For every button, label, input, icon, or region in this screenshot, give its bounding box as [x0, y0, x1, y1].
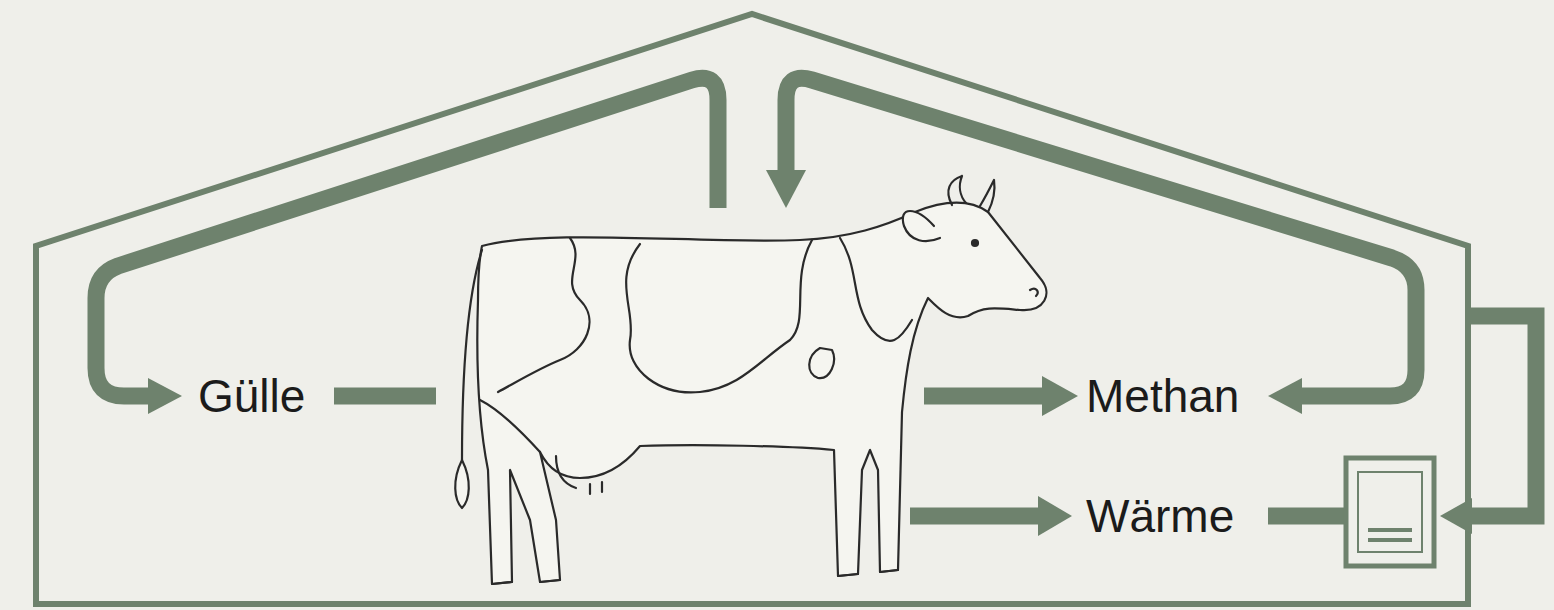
arrow-head: [1440, 498, 1472, 534]
device-symbol: [1346, 458, 1434, 566]
label-box: Methan: [1086, 371, 1239, 422]
label-box: Gülle: [198, 371, 305, 422]
arrow-head: [1042, 376, 1078, 416]
barn-outline: [36, 14, 1468, 604]
arrow-head: [1038, 496, 1072, 536]
flow-bar: [924, 388, 1044, 405]
flow-bar: [1268, 508, 1344, 525]
arrow-head: [1268, 378, 1302, 414]
label-box: Wärme: [1086, 491, 1234, 542]
flow-label: Methan: [1086, 371, 1239, 422]
flow-label: Wärme: [1086, 491, 1234, 542]
flow-bar: [334, 388, 436, 405]
arrow-head: [766, 170, 806, 208]
flow-bar: [910, 508, 1040, 525]
cow-illustration: [455, 176, 1046, 584]
arrow-head: [148, 378, 182, 414]
flow-label: Gülle: [198, 371, 305, 422]
return-pipe: [1468, 316, 1536, 516]
